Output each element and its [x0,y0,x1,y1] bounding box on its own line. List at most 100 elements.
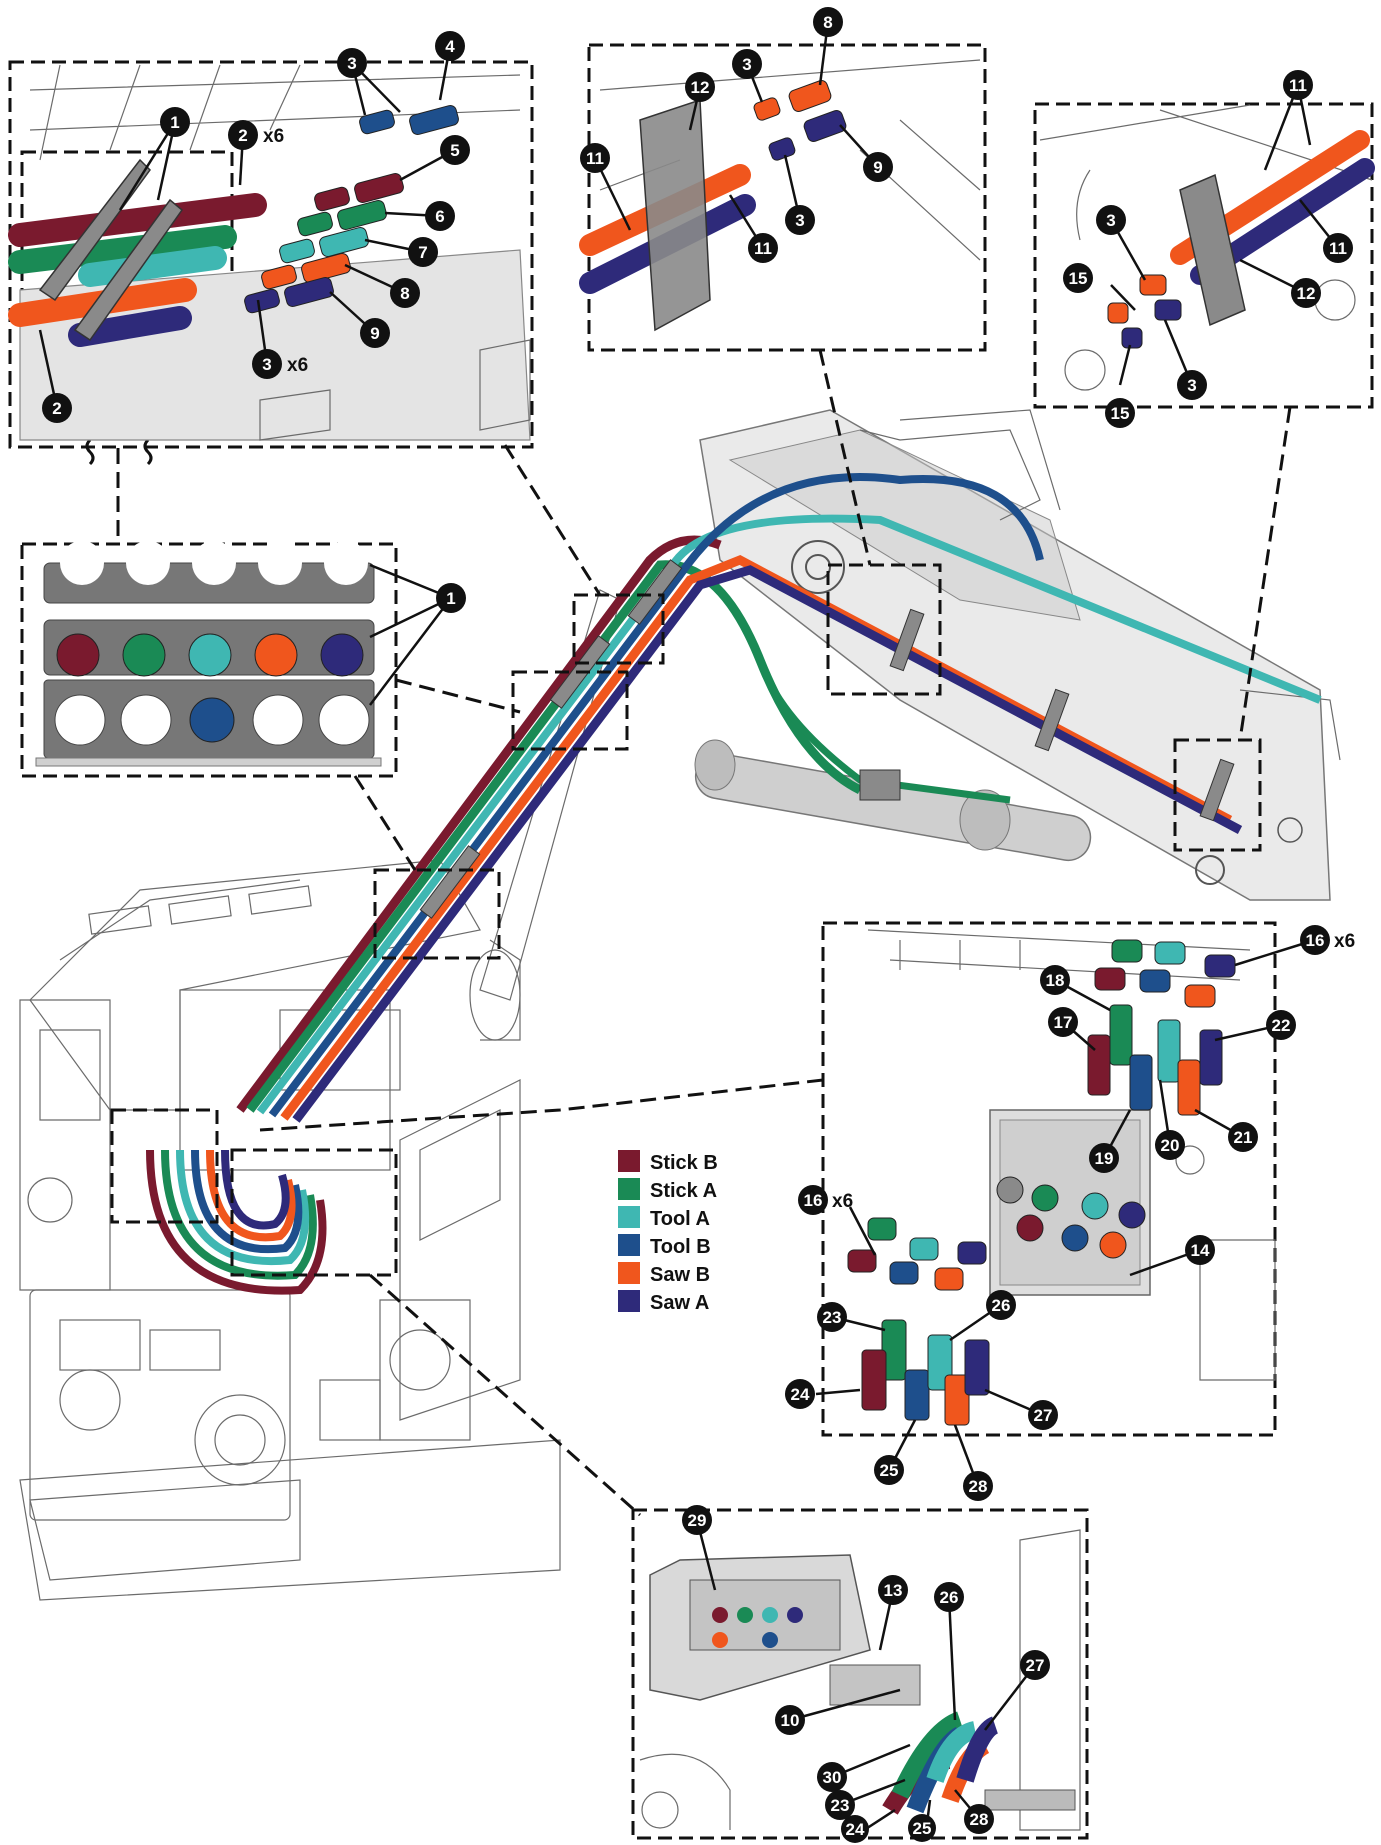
svg-text:17: 17 [1054,1013,1073,1032]
svg-text:20: 20 [1161,1136,1180,1155]
callout-24-middle: 24 [785,1379,815,1409]
svg-text:24: 24 [791,1385,810,1404]
svg-text:23: 23 [831,1796,850,1815]
svg-text:19: 19 [1095,1149,1114,1168]
detail-right-middle [847,929,1276,1426]
callout-4: 4 [435,31,465,61]
callout-badges: 1 2 x6 2 3 x6 3 4 5 6 7 8 9 8 3 12 11 9 … [42,7,1355,1843]
callout-30: 30 [817,1762,847,1792]
callout-21: 21 [1228,1122,1258,1152]
callout-26-middle: 26 [986,1290,1016,1320]
svg-text:9: 9 [370,324,379,343]
callout-13: 13 [878,1575,908,1605]
qty-16-upper: x6 [1334,931,1355,952]
svg-text:1: 1 [170,113,179,132]
legend-label-stick-a: Stick A [650,1180,717,1202]
svg-text:8: 8 [823,13,832,32]
detail-top-left [8,64,531,441]
callout-2: 2 [228,120,258,150]
svg-text:25: 25 [913,1819,932,1838]
svg-text:12: 12 [691,78,710,97]
callout-14: 14 [1185,1235,1215,1265]
callout-27-bottom: 27 [1020,1650,1050,1680]
callout-11-right-side: 11 [1323,233,1353,263]
qty-3: x6 [287,355,308,376]
svg-text:14: 14 [1191,1241,1210,1260]
callout-7: 7 [408,237,438,267]
callout-9-middle: 9 [863,152,893,182]
legend-label-tool-a: Tool A [650,1208,710,1230]
svg-text:15: 15 [1111,404,1130,423]
svg-text:4: 4 [445,37,455,56]
callout-11-middle-left: 11 [580,143,610,173]
callout-27-middle: 27 [1028,1400,1058,1430]
legend-swatch-stick-a [618,1178,640,1200]
svg-text:23: 23 [823,1308,842,1327]
svg-text:30: 30 [823,1768,842,1787]
callout-19: 19 [1089,1143,1119,1173]
detail-frames [8,43,1374,1840]
callout-1-clamp: 1 [436,583,466,613]
callout-25-bottom: 25 [908,1814,936,1842]
callout-3-upper-left: 3 [337,48,367,78]
svg-text:16: 16 [1306,931,1325,950]
callout-12-right: 12 [1291,278,1321,308]
svg-text:27: 27 [1034,1406,1053,1425]
callout-3-right-upper: 3 [1096,205,1126,235]
callout-8-left: 8 [390,278,420,308]
legend-swatch-tool-a [618,1206,640,1228]
callout-26-bottom: 26 [934,1582,964,1612]
svg-text:3: 3 [262,355,271,374]
qty-16-lower: x6 [832,1191,853,1212]
legend-label-saw-a: Saw A [650,1292,709,1314]
svg-text:2: 2 [52,399,61,418]
svg-text:21: 21 [1234,1128,1253,1147]
callout-16-lower: 16 [798,1185,828,1215]
svg-text:27: 27 [1026,1656,1045,1675]
callout-1: 1 [160,107,190,137]
svg-text:3: 3 [1106,211,1115,230]
callout-15-right-lower: 15 [1105,398,1135,428]
svg-text:11: 11 [586,149,604,168]
svg-text:26: 26 [940,1588,959,1607]
callout-29: 29 [682,1505,712,1535]
callout-8-middle: 8 [813,7,843,37]
svg-text:8: 8 [400,284,409,303]
legend-label-stick-b: Stick B [650,1152,718,1174]
legend-label-saw-b: Saw B [650,1264,710,1286]
svg-text:16: 16 [804,1191,823,1210]
callout-5: 5 [440,135,470,165]
callout-24-bottom: 24 [841,1815,869,1843]
svg-text:28: 28 [970,1810,989,1829]
svg-text:3: 3 [1187,376,1196,395]
callout-28-bottom: 28 [964,1804,994,1834]
callout-9-left: 9 [360,318,390,348]
callout-3-lower-left: 3 [252,349,282,379]
detail-bottom [639,1529,1081,1831]
callout-11-middle-lower: 11 [748,233,778,263]
callout-15-right-upper: 15 [1063,263,1093,293]
callout-10: 10 [775,1705,805,1735]
svg-text:18: 18 [1046,971,1065,990]
svg-text:25: 25 [880,1461,899,1480]
callout-22: 22 [1266,1010,1296,1040]
callout-6: 6 [425,201,455,231]
callout-18: 18 [1040,965,1070,995]
svg-text:10: 10 [781,1711,800,1730]
hose-bundle [146,473,1322,1295]
svg-text:7: 7 [418,243,427,262]
legend-swatch-saw-a [618,1290,640,1312]
svg-text:11: 11 [754,239,772,258]
callout-3-right-lower: 3 [1177,370,1207,400]
callout-3-middle-upper: 3 [732,49,762,79]
qty-2: x6 [263,126,284,147]
svg-text:2: 2 [238,126,247,145]
callout-12-middle: 12 [685,72,715,102]
svg-text:9: 9 [873,158,882,177]
svg-text:3: 3 [795,211,804,230]
callout-17: 17 [1048,1007,1078,1037]
callout-23-bottom: 23 [825,1790,855,1820]
svg-text:28: 28 [969,1477,988,1496]
svg-text:3: 3 [347,54,356,73]
